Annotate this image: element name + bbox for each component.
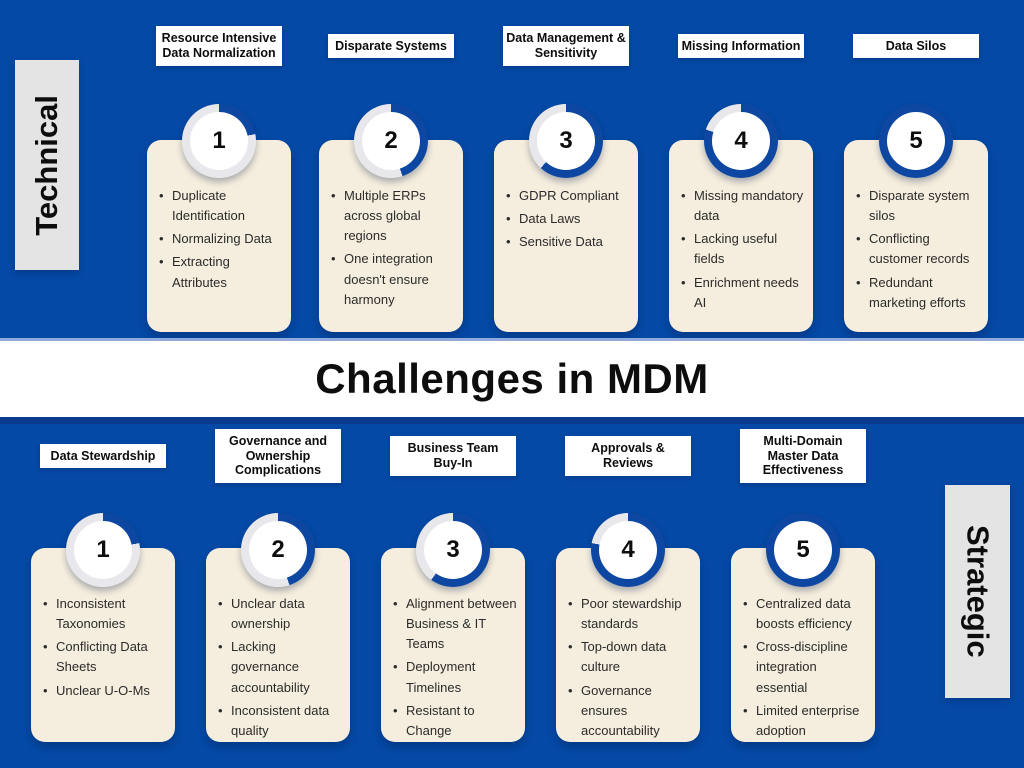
strategic-card-3: Business Team Buy-In 3 Alignment between… — [381, 430, 525, 745]
technical-card-2-header-slot: Disparate Systems — [319, 20, 463, 72]
page-title: Challenges in MDM — [315, 355, 709, 402]
strategic-card-3-header-slot: Business Team Buy-In — [381, 430, 525, 482]
bullet-item: Lacking useful fields — [679, 229, 805, 269]
bullet-item: Normalizing Data — [157, 229, 283, 249]
step-number: 2 — [362, 112, 420, 170]
technical-card-5: Data Silos 5 Disparate system silos Conf… — [844, 20, 988, 335]
bullet-item: Governance ensures accountability — [566, 681, 692, 741]
technical-card-1: Resource Intensive Data Normalization 1 … — [147, 20, 291, 335]
strategic-card-4: Approvals & Reviews 4 Poor stewardship s… — [556, 430, 700, 745]
bullet-item: Centralized data boosts efficiency — [741, 594, 867, 634]
step-number: 2 — [249, 521, 307, 579]
strategic-card-2-bullets: Unclear data ownership Lacking governanc… — [206, 548, 350, 754]
strategic-card-4-header: Approvals & Reviews — [565, 436, 691, 476]
bullet-item: Inconsistent data quality — [216, 701, 342, 741]
strategic-card-4-bullets: Poor stewardship standards Top-down data… — [556, 548, 700, 754]
strategic-card-4-header-slot: Approvals & Reviews — [556, 430, 700, 482]
bullet-item: GDPR Compliant — [504, 186, 630, 206]
bullet-item: Multiple ERPs across global regions — [329, 186, 455, 246]
technical-card-3-header: Data Management & Sensitivity — [503, 26, 629, 66]
progress-ring: 5 — [766, 513, 840, 587]
bullet-item: Deployment Timelines — [391, 657, 517, 697]
bullet-item: Poor stewardship standards — [566, 594, 692, 634]
title-band: Challenges in MDM — [0, 341, 1024, 417]
technical-card-5-bullets: Disparate system silos Conflicting custo… — [844, 140, 988, 326]
strategic-section-label: Strategic — [945, 485, 1010, 698]
technical-card-4-header: Missing Information — [678, 33, 804, 59]
bullet-item: Inconsistent Taxonomies — [41, 594, 167, 634]
progress-ring: 1 — [66, 513, 140, 587]
separator-dark — [0, 417, 1024, 424]
step-number: 1 — [74, 521, 132, 579]
strategic-card-5-bullets: Centralized data boosts efficiency Cross… — [731, 548, 875, 754]
bullet-item: Sensitive Data — [504, 232, 630, 252]
technical-card-4: Missing Information 4 Missing mandatory … — [669, 20, 813, 335]
technical-card-2-bullets: Multiple ERPs across global regions One … — [319, 140, 463, 323]
technical-card-1-bullets: Duplicate Identification Normalizing Dat… — [147, 140, 291, 306]
bullet-item: Conflicting Data Sheets — [41, 637, 167, 677]
progress-ring: 2 — [241, 513, 315, 587]
bullet-item: Unclear U-O-Ms — [41, 681, 167, 701]
strategic-card-5: Multi-Domain Master Data Effectiveness 5… — [731, 428, 875, 745]
step-number: 5 — [887, 112, 945, 170]
strategic-card-3-body: Alignment between Business & IT Teams De… — [381, 548, 525, 742]
step-number: 4 — [712, 112, 770, 170]
strategic-card-5-header-slot: Multi-Domain Master Data Effectiveness — [731, 428, 875, 484]
progress-ring: 4 — [591, 513, 665, 587]
strategic-card-2-header-slot: Governance and Ownership Complications — [206, 428, 350, 484]
technical-card-1-header-slot: Resource Intensive Data Normalization — [147, 20, 291, 72]
bullet-item: Redundant marketing efforts — [854, 273, 980, 313]
separator-light — [0, 338, 1024, 341]
progress-ring: 5 — [879, 104, 953, 178]
bullet-item: Extracting Attributes — [157, 252, 283, 292]
bullet-item: Lacking governance accountability — [216, 637, 342, 697]
technical-card-3-body: GDPR Compliant Data Laws Sensitive Data — [494, 140, 638, 332]
strategic-card-1-header: Data Stewardship — [40, 443, 166, 469]
bullet-item: Top-down data culture — [566, 637, 692, 677]
step-number: 3 — [424, 521, 482, 579]
strategic-card-1-header-slot: Data Stewardship — [31, 430, 175, 482]
bullet-item: Disparate system silos — [854, 186, 980, 226]
technical-card-2-header: Disparate Systems — [328, 33, 454, 59]
bullet-item: Resistant to Change — [391, 701, 517, 741]
bullet-item: Data Laws — [504, 209, 630, 229]
bullet-item: One integration doesn't ensure harmony — [329, 249, 455, 309]
technical-card-1-header: Resource Intensive Data Normalization — [156, 26, 282, 66]
bullet-item: Conflicting customer records — [854, 229, 980, 269]
technical-card-4-header-slot: Missing Information — [669, 20, 813, 72]
strategic-card-5-header: Multi-Domain Master Data Effectiveness — [740, 428, 866, 484]
progress-ring: 3 — [529, 104, 603, 178]
strategic-card-2-header: Governance and Ownership Complications — [215, 428, 341, 484]
strategic-card-3-bullets: Alignment between Business & IT Teams De… — [381, 548, 525, 754]
technical-section-label-text: Technical — [29, 94, 64, 236]
technical-card-5-header: Data Silos — [853, 33, 979, 59]
technical-card-3: Data Management & Sensitivity 3 GDPR Com… — [494, 20, 638, 335]
technical-card-3-header-slot: Data Management & Sensitivity — [494, 20, 638, 72]
step-number: 5 — [774, 521, 832, 579]
bullet-item: Alignment between Business & IT Teams — [391, 594, 517, 654]
progress-ring: 3 — [416, 513, 490, 587]
strategic-card-1-bullets: Inconsistent Taxonomies Conflicting Data… — [31, 548, 175, 714]
strategic-card-3-header: Business Team Buy-In — [390, 436, 516, 476]
progress-ring: 1 — [182, 104, 256, 178]
step-number: 4 — [599, 521, 657, 579]
bullet-item: Enrichment needs AI — [679, 273, 805, 313]
progress-ring: 4 — [704, 104, 778, 178]
step-number: 3 — [537, 112, 595, 170]
technical-card-3-bullets: GDPR Compliant Data Laws Sensitive Data — [494, 140, 638, 265]
bullet-item: Duplicate Identification — [157, 186, 283, 226]
progress-ring: 2 — [354, 104, 428, 178]
strategic-card-1: Data Stewardship 1 Inconsistent Taxonomi… — [31, 430, 175, 745]
technical-section-label: Technical — [15, 60, 79, 270]
bullet-item: Unclear data ownership — [216, 594, 342, 634]
bullet-item: Missing mandatory data — [679, 186, 805, 226]
bullet-item: Cross-discipline integration essential — [741, 637, 867, 697]
strategic-card-2: Governance and Ownership Complications 2… — [206, 428, 350, 745]
step-number: 1 — [190, 112, 248, 170]
strategic-section-label-text: Strategic — [960, 525, 996, 658]
technical-card-2: Disparate Systems 2 Multiple ERPs across… — [319, 20, 463, 335]
technical-card-5-header-slot: Data Silos — [844, 20, 988, 72]
bullet-item: Limited enterprise adoption — [741, 701, 867, 741]
technical-card-4-bullets: Missing mandatory data Lacking useful fi… — [669, 140, 813, 326]
